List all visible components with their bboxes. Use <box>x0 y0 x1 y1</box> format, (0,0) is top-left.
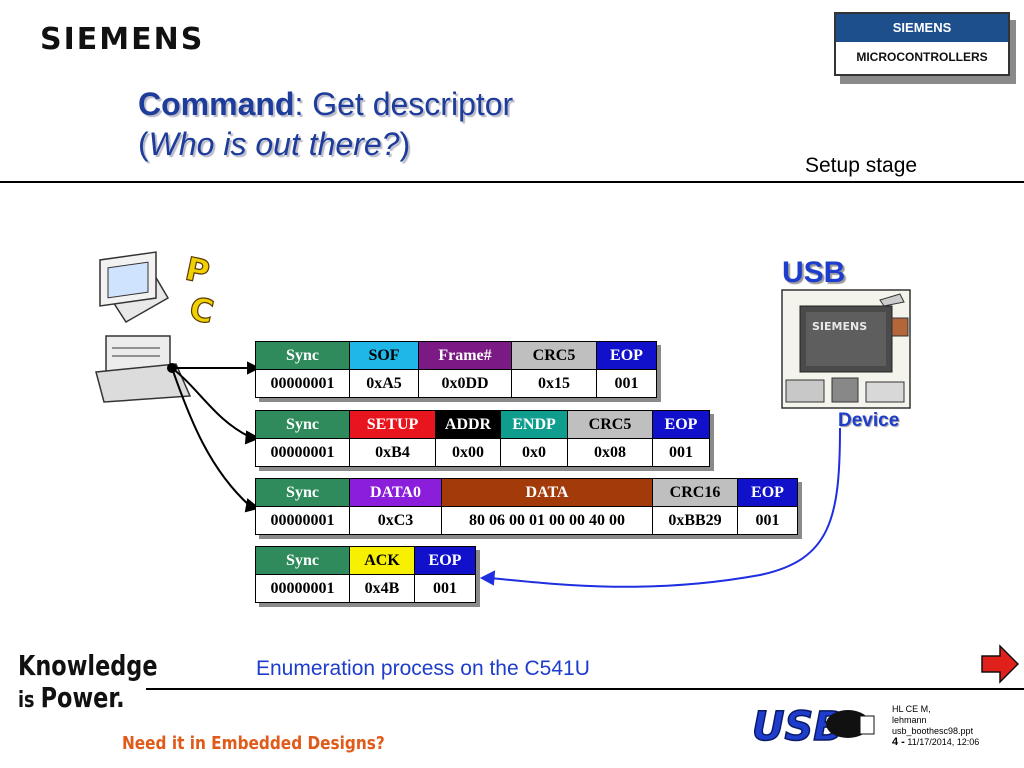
siemens-logo: SIEMENS <box>40 22 205 57</box>
data-value-eop: 001 <box>737 506 798 535</box>
data-value-crc16: 0xBB29 <box>652 506 738 535</box>
sof-packet: Sync SOF Frame# CRC5 EOP 00000001 0xA5 0… <box>255 341 657 398</box>
header-divider <box>0 181 1024 183</box>
footer-info-3: usb_boothesc98.ppt <box>892 726 974 736</box>
need-slogan: Need it in Embedded Designs? <box>122 733 385 754</box>
setup-header-setup: SETUP <box>349 410 436 439</box>
device-label: Device <box>838 410 900 431</box>
footer-info-1: HL CE M, <box>892 704 931 714</box>
ack-header-eop: EOP <box>414 546 476 575</box>
pc-letters: P C <box>182 249 218 332</box>
knowledge-slogan: Knowledge is Power. <box>18 650 158 717</box>
badge-bottom: MICROCONTROLLERS <box>856 50 988 64</box>
sof-value-sync: 00000001 <box>255 369 350 398</box>
ack-value-eop: 001 <box>414 574 476 603</box>
sof-header-sync: Sync <box>255 341 350 370</box>
sof-value-crc5: 0x15 <box>511 369 597 398</box>
setup-value-eop: 001 <box>652 438 710 467</box>
setup-header-addr: ADDR <box>435 410 501 439</box>
ack-value-sync: 00000001 <box>255 574 350 603</box>
page-number: 4 - <box>892 736 905 748</box>
sof-value-sof: 0xA5 <box>349 369 419 398</box>
enumeration-caption: Enumeration process on the C541U <box>256 657 590 680</box>
title-rest: : Get descriptor <box>294 86 514 122</box>
ack-header-ack: ACK <box>349 546 415 575</box>
sof-header-sof: SOF <box>349 341 419 370</box>
sof-header-eop: EOP <box>596 341 657 370</box>
data-header-eop: EOP <box>737 478 798 507</box>
sof-value-frame: 0x0DD <box>418 369 512 398</box>
setup-value-setup: 0xB4 <box>349 438 436 467</box>
usb-footer-logo: USB <box>751 703 875 751</box>
data-header-sync: Sync <box>255 478 350 507</box>
computer-icon <box>95 251 192 403</box>
footer-info: HL CE M, lehmann usb_boothesc98.ppt 4 - … <box>892 704 979 748</box>
setup-packet: Sync SETUP ADDR ENDP CRC5 EOP 00000001 0… <box>255 410 710 467</box>
letter-p: P <box>182 249 213 291</box>
knowledge-power: Power. <box>40 681 125 714</box>
badge-top: SIEMENS <box>836 14 1008 42</box>
device-wire <box>479 427 841 588</box>
setup-value-sync: 00000001 <box>255 438 350 467</box>
host-wires <box>167 361 261 513</box>
sof-header-frame: Frame# <box>418 341 512 370</box>
footer-divider <box>146 688 1024 690</box>
footer-date: 11/17/2014, 12:06 <box>907 737 980 747</box>
setup-header-endp: ENDP <box>500 410 568 439</box>
title-bold: Command <box>138 86 295 122</box>
setup-value-crc5: 0x08 <box>567 438 653 467</box>
setup-header-eop: EOP <box>652 410 710 439</box>
data-value-data: 80 06 00 01 00 00 40 00 <box>441 506 653 535</box>
setup-header-sync: Sync <box>255 410 350 439</box>
next-arrow-icon[interactable] <box>981 644 1020 684</box>
data-header-data: DATA <box>441 478 653 507</box>
device-picture: SIEMENS <box>781 289 911 409</box>
stage-label: Setup stage <box>805 154 918 177</box>
microcontrollers-badge: SIEMENS MICROCONTROLLERS <box>834 12 1010 76</box>
setup-value-addr: 0x00 <box>435 438 501 467</box>
usb-bus-label: USB <box>782 256 846 289</box>
data-header-crc16: CRC16 <box>652 478 738 507</box>
knowledge-is: is <box>18 688 41 713</box>
subtitle-close: ) <box>399 126 411 162</box>
subtitle-open: ( <box>138 126 149 162</box>
data-value-sync: 00000001 <box>255 506 350 535</box>
data-value-data0: 0xC3 <box>349 506 442 535</box>
knowledge-line-1: Knowledge <box>18 649 158 682</box>
sof-value-eop: 001 <box>596 369 657 398</box>
ack-header-sync: Sync <box>255 546 350 575</box>
sof-header-crc5: CRC5 <box>511 341 597 370</box>
letter-c: C <box>186 289 217 331</box>
setup-header-crc5: CRC5 <box>567 410 653 439</box>
ack-packet: Sync ACK EOP 00000001 0x4B 001 <box>255 546 476 603</box>
data-header-data0: DATA0 <box>349 478 442 507</box>
ack-value-ack: 0x4B <box>349 574 415 603</box>
page-title: Command: Get descriptor (Who is out ther… <box>138 84 513 164</box>
subtitle-italic: Who is out there? <box>148 126 400 162</box>
footer-info-2: lehmann <box>892 715 927 725</box>
data-packet: Sync DATA0 DATA CRC16 EOP 00000001 0xC3 … <box>255 478 798 535</box>
chip-text: SIEMENS <box>812 320 867 333</box>
setup-value-endp: 0x0 <box>500 438 568 467</box>
